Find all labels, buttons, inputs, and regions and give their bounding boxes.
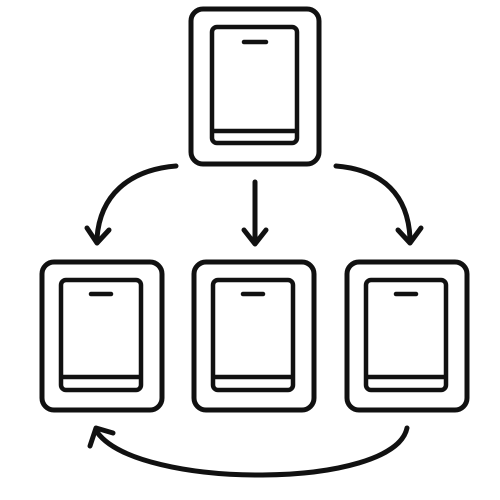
tablet-body <box>363 277 449 393</box>
arrow-head <box>87 425 116 449</box>
arrow-right-to-left-return <box>87 425 410 478</box>
arrow-curve <box>333 163 413 241</box>
target-device-right-node <box>344 259 470 413</box>
target-device-center-frame <box>191 259 317 413</box>
arrow-curve <box>94 163 179 241</box>
target-device-left-node <box>39 259 165 413</box>
tablet-device-icon <box>363 277 449 393</box>
tablet-device-icon <box>58 277 144 393</box>
arrow-source-to-left <box>84 163 179 246</box>
arrow-head <box>241 227 269 247</box>
tablet-body <box>58 277 144 393</box>
arrow-source-to-right <box>333 163 424 246</box>
arrow-curve <box>94 425 410 478</box>
source-device-frame <box>188 6 322 167</box>
tablet-body <box>210 277 296 393</box>
arrow-head <box>84 225 112 246</box>
source-device-node <box>188 6 322 167</box>
arrow-head <box>395 225 424 246</box>
tablet-body <box>209 24 300 146</box>
tablet-device-icon <box>210 277 296 393</box>
tablet-device-icon <box>209 24 300 146</box>
target-device-center-node <box>191 259 317 413</box>
arrow-source-to-center <box>241 179 269 247</box>
target-device-right-frame <box>344 259 470 413</box>
target-device-left-frame <box>39 259 165 413</box>
